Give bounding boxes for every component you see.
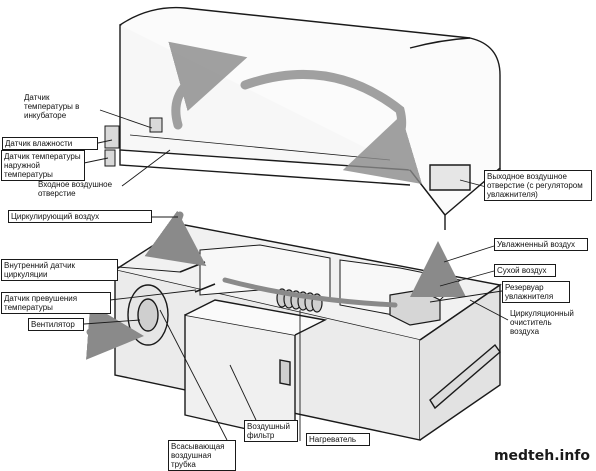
- hood-sensors: [104, 117, 163, 167]
- watermark: medteh.info: [493, 448, 590, 464]
- label-fan: Вентилятор: [28, 318, 84, 331]
- label-sensor-temp-outside: Датчик температуры наружной температуры: [1, 150, 85, 181]
- label-overtemp-sensor: Датчик превушения температуры: [1, 292, 111, 314]
- base-airflow-arrows: [86, 210, 466, 360]
- hood-airflow-arrows: [168, 41, 423, 184]
- label-heater: Нагреватель: [306, 433, 370, 446]
- label-humidifier-reservoir: Резервуар увлажнителя: [502, 281, 570, 303]
- label-internal-circ-sensor: Внутренний датчик циркуляции: [1, 259, 118, 281]
- label-inlet-opening: Входное воздушное отверстие: [38, 180, 113, 198]
- label-circ-air-cleaner: Циркуляционный очиститель воздуха: [510, 309, 574, 336]
- label-outlet-opening: Выходное воздушное отверстие (с регулято…: [484, 170, 592, 201]
- label-suction-tube: Всасывающая воздушная трубка: [168, 440, 236, 471]
- label-dry-air: Сухой воздух: [494, 264, 556, 277]
- leader-lines: [83, 109, 509, 441]
- label-humidity-sensor: Датчик влажности: [2, 137, 98, 150]
- base-unit: [113, 224, 502, 441]
- label-humidified-air: Увлажненный воздух: [494, 238, 588, 251]
- label-sensor-temp-incubator: Датчик температуры в инкубаторе: [24, 93, 80, 120]
- label-circulating-air: Циркулирующий воздух: [8, 210, 152, 223]
- label-air-filter: Воздушный фильтр: [244, 420, 298, 442]
